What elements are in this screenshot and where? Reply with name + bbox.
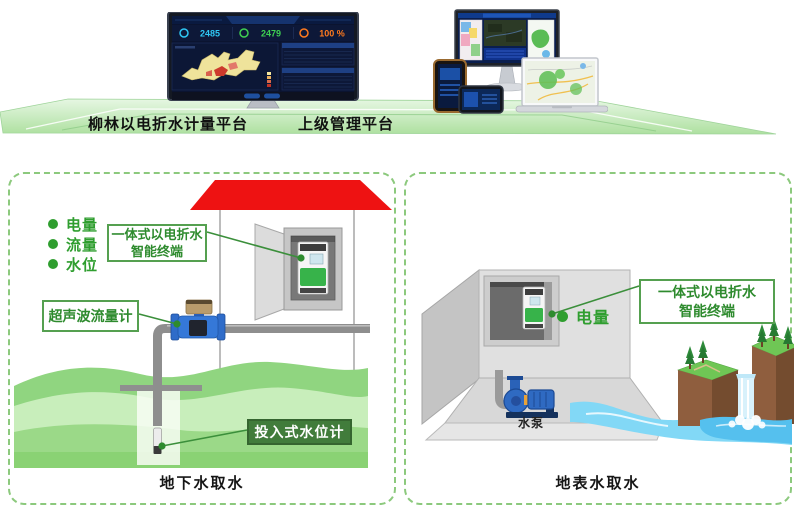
laptop <box>515 57 608 113</box>
stats-row <box>172 25 354 41</box>
ultrasonic-flowmeter <box>170 299 226 341</box>
surface-water-panel: 电量 一体式以电折水 智能终端 水泵 地表水取水 <box>404 172 794 505</box>
pump-station-structure <box>421 268 664 441</box>
groundwater-panel: 电量 流量 水位 一体式以电折水 智能终端 超声波流量计 投入式水位计 地下水取… <box>8 172 396 505</box>
smart-terminal-device <box>522 286 546 330</box>
leader-lines <box>138 231 302 447</box>
surface-water-scene <box>421 268 794 445</box>
map-region-red <box>214 66 228 76</box>
leader-line-terminal <box>551 285 640 315</box>
metric-row: 电量 <box>48 214 98 234</box>
terminal-label-line2: 智能终端 <box>679 302 735 319</box>
water-pipe <box>153 324 370 426</box>
online-count-icon <box>239 28 249 38</box>
data-table-top <box>281 42 355 66</box>
metric-power: 电量 <box>557 304 610 328</box>
pump-label: 水泵 <box>518 416 545 430</box>
smart-terminal-device <box>297 241 329 295</box>
bullet-icon <box>557 310 568 322</box>
metric-label: 电量 <box>576 310 611 327</box>
stat-value-right: 100 % <box>319 29 345 39</box>
tablet <box>433 59 467 113</box>
stat-value-left: 2485 <box>200 29 220 39</box>
flowmeter-label: 超声波流量计 <box>48 307 133 324</box>
pumphouse-walls <box>219 210 355 374</box>
water-pump <box>503 376 558 418</box>
platform-inner-outline-2 <box>61 113 657 132</box>
water-level-sensor <box>153 427 162 454</box>
metric-label: 电量 <box>66 216 99 234</box>
terminal-label-box: 一体式以电折水 智能终端 <box>107 224 207 262</box>
stream-highlight <box>585 412 669 427</box>
metering-platform-monitor: 2485 2479 100 % <box>166 12 360 110</box>
right-platform-label: 上级管理平台 <box>297 116 395 133</box>
left-platform-label: 柳林以电折水计量平台 <box>87 116 249 133</box>
stat-value-mid: 2479 <box>261 29 281 39</box>
terrain <box>14 361 368 468</box>
flowmeter-label-box: 超声波流量计 <box>42 300 139 332</box>
smartphone <box>458 85 504 114</box>
data-table-bottom <box>281 67 355 91</box>
metric-bullet-list: 电量 流量 水位 <box>48 214 98 274</box>
terminal-label-line1: 一体式以电折水 <box>658 283 756 300</box>
device-count-icon <box>179 28 189 38</box>
leader-dot-flowmeter <box>173 320 181 328</box>
screen-bottom-bar <box>172 92 354 100</box>
management-platform-devices <box>428 4 608 114</box>
devices-illustration <box>433 9 608 114</box>
desktop-monitor <box>454 9 560 92</box>
map-legend <box>267 72 271 87</box>
screen-button-1 <box>244 93 260 99</box>
terminal-label-box: 一体式以电折水 智能终端 <box>639 279 775 324</box>
leader-dot-level <box>158 442 166 450</box>
dashboard-screen: 2485 2479 100 % <box>167 12 359 109</box>
region-map <box>181 49 261 81</box>
metric-label: 流量 <box>66 236 99 254</box>
map-region-salmon <box>228 62 238 70</box>
pine-trees <box>685 318 793 369</box>
bullet-icon <box>48 239 58 249</box>
map-panel-title <box>175 46 195 49</box>
terminal-label-line2: 智能终端 <box>130 244 183 259</box>
terminal-label-line1: 一体式以电折水 <box>111 227 203 242</box>
screen-button-2 <box>264 93 280 99</box>
bullet-icon <box>48 219 58 229</box>
leader-dot-terminal <box>548 310 556 318</box>
map-region-orange <box>206 70 212 76</box>
groundwater-caption: 地下水取水 <box>159 475 245 492</box>
rate-icon <box>299 28 309 38</box>
metric-label: 水位 <box>66 256 99 274</box>
bullet-icon <box>48 259 58 269</box>
titlebar-center <box>226 16 300 24</box>
leader-dot-terminal <box>297 254 305 262</box>
metric-row: 流量 <box>48 234 98 254</box>
red-roof <box>190 180 392 210</box>
stats-dividers <box>232 27 294 39</box>
level-gauge-label-box: 投入式水位计 <box>247 419 352 445</box>
monitor-stand <box>246 99 280 109</box>
cliffs-and-waterfall <box>677 318 794 444</box>
level-gauge-label: 投入式水位计 <box>254 423 345 440</box>
metric-row: 水位 <box>48 254 98 274</box>
surface-water-caption: 地表水取水 <box>555 475 641 492</box>
